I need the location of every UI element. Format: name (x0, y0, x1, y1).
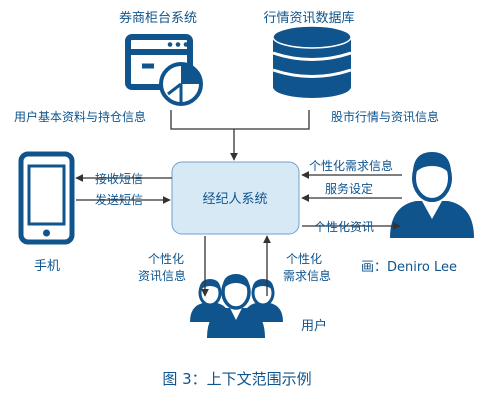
database-icon (272, 25, 352, 98)
person-icon (390, 152, 474, 238)
edge-label-stock-info: 股市行情与资讯信息 (331, 109, 439, 124)
edge-label-users-news-2: 资讯信息 (138, 268, 186, 283)
edge-label-user-profile: 用户基本资料与持仓信息 (14, 109, 146, 124)
broker-system-label: 券商柜台系统 (119, 10, 197, 26)
edge-label-service-setting: 服务设定 (325, 181, 373, 196)
smartphone-icon (18, 151, 75, 245)
user-group-icon (190, 274, 283, 338)
users-label: 用户 (301, 318, 327, 334)
client-label: 画：Deniro Lee (361, 260, 457, 275)
agent-system-box (171, 161, 300, 235)
edge-label-users-need-2: 需求信息 (283, 268, 331, 283)
agent-system-label: 经纪人系统 (202, 192, 267, 207)
edge-label-personal-news: 个性化资讯 (314, 220, 374, 234)
top-connectors (170, 110, 310, 161)
phone-arrows (75, 174, 172, 204)
users-arrows (201, 235, 271, 297)
edge-label-users-need-1: 个性化 (286, 252, 322, 266)
figure-caption: 图 3：上下文范围示例 (162, 370, 311, 388)
market-db-label: 行情资讯数据库 (263, 10, 354, 26)
edge-label-users-news-1: 个性化 (148, 252, 184, 266)
client-arrows (301, 171, 402, 230)
edge-label-send-sms: 发送短信 (95, 192, 143, 207)
phone-label: 手机 (34, 259, 60, 274)
edge-label-receive-sms: 接收短信 (95, 171, 143, 186)
browser-window-pie-chart-icon (125, 34, 203, 106)
edge-label-personal-need: 个性化需求信息 (309, 158, 393, 173)
